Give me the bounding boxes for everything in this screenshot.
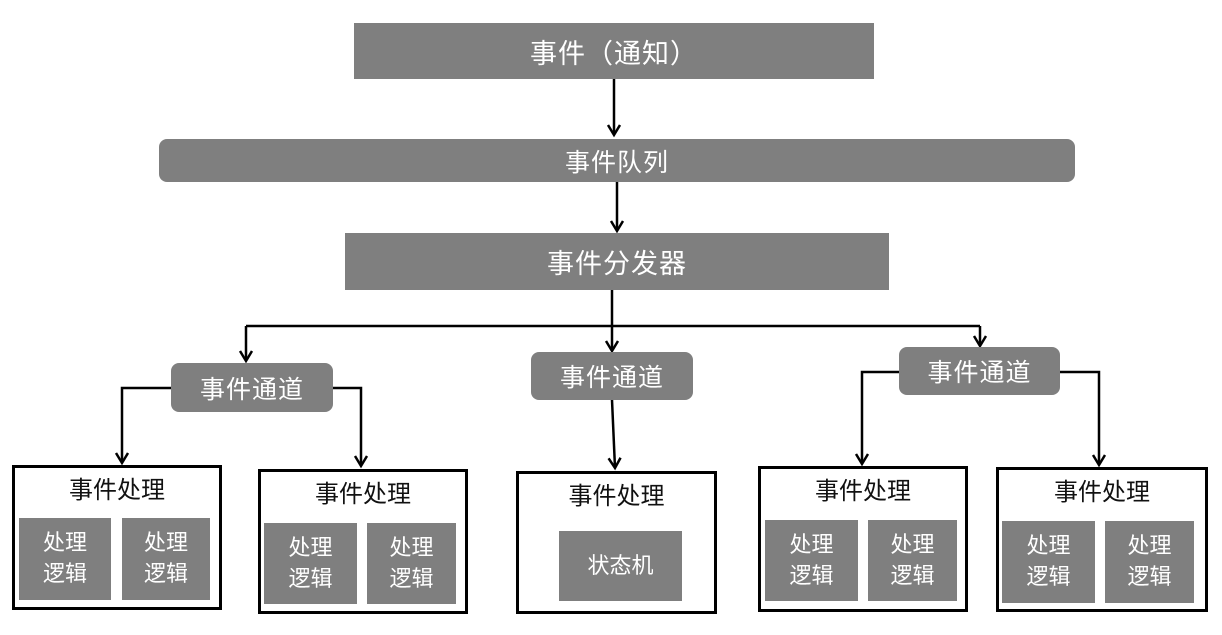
logic-block-line: 处理 (890, 532, 935, 558)
logic-block-line: 处理 (1026, 534, 1071, 559)
logic-block-line: 处理 (288, 535, 333, 561)
logic-block-line: 逻辑 (1127, 565, 1172, 590)
event-handler-5: 事件处理 处理 逻辑 处理 逻辑 (996, 467, 1208, 612)
state-machine-block: 状态机 (559, 531, 682, 601)
logic-block: 处理 逻辑 (122, 518, 210, 600)
logic-block-line: 逻辑 (42, 562, 87, 587)
arrow-channel-right-to-handler-5 (1060, 370, 1107, 468)
logic-block: 处理 逻辑 (1002, 521, 1095, 603)
handler-title: 事件处理 (1054, 478, 1150, 506)
event-channel-right: 事件通道 (899, 347, 1060, 395)
logic-block-line: 逻辑 (389, 566, 434, 592)
event-handler-4: 事件处理 处理 逻辑 处理 逻辑 (758, 466, 968, 612)
event-dispatcher-node: 事件分发器 (345, 233, 889, 290)
logic-block-line: 逻辑 (288, 566, 333, 592)
event-notification-node: 事件（通知） (354, 23, 874, 79)
logic-block: 处理 逻辑 (1105, 521, 1194, 603)
arrow-channel-middle-to-handler-3 (607, 399, 622, 471)
event-handler-1: 事件处理 处理 逻辑 处理 逻辑 (12, 465, 222, 610)
logic-block-line: 逻辑 (789, 563, 834, 589)
arrow-channel-left-to-handler-2 (333, 386, 369, 469)
logic-block: 处理 逻辑 (264, 523, 357, 604)
event-channel-middle: 事件通道 (531, 352, 693, 400)
logic-block-line: 逻辑 (890, 563, 935, 589)
arrow-channel-right-to-handler-4 (854, 370, 899, 467)
logic-block-line: 处理 (389, 535, 434, 561)
logic-block-line: 逻辑 (1026, 565, 1071, 590)
handler-title: 事件处理 (568, 482, 665, 510)
logic-block-line: 逻辑 (143, 562, 188, 587)
logic-block-line: 处理 (789, 532, 834, 558)
event-queue-node: 事件队列 (159, 139, 1075, 182)
logic-block: 处理 逻辑 (367, 523, 456, 604)
arrow-channel-left-to-handler-1 (114, 386, 171, 466)
event-handler-3: 事件处理 状态机 (516, 471, 717, 614)
logic-block-line: 处理 (1127, 534, 1172, 559)
event-channel-left: 事件通道 (171, 363, 333, 412)
logic-block-line: 处理 (42, 531, 87, 556)
handler-title: 事件处理 (315, 480, 411, 508)
state-machine-label: 状态机 (587, 553, 654, 579)
logic-block: 处理 逻辑 (19, 518, 111, 600)
event-handler-2: 事件处理 处理 逻辑 处理 逻辑 (258, 469, 468, 614)
logic-block: 处理 逻辑 (868, 520, 957, 601)
logic-block: 处理 逻辑 (765, 520, 858, 601)
logic-block-line: 处理 (143, 531, 188, 556)
handler-title: 事件处理 (815, 477, 911, 505)
handler-title: 事件处理 (69, 476, 165, 504)
